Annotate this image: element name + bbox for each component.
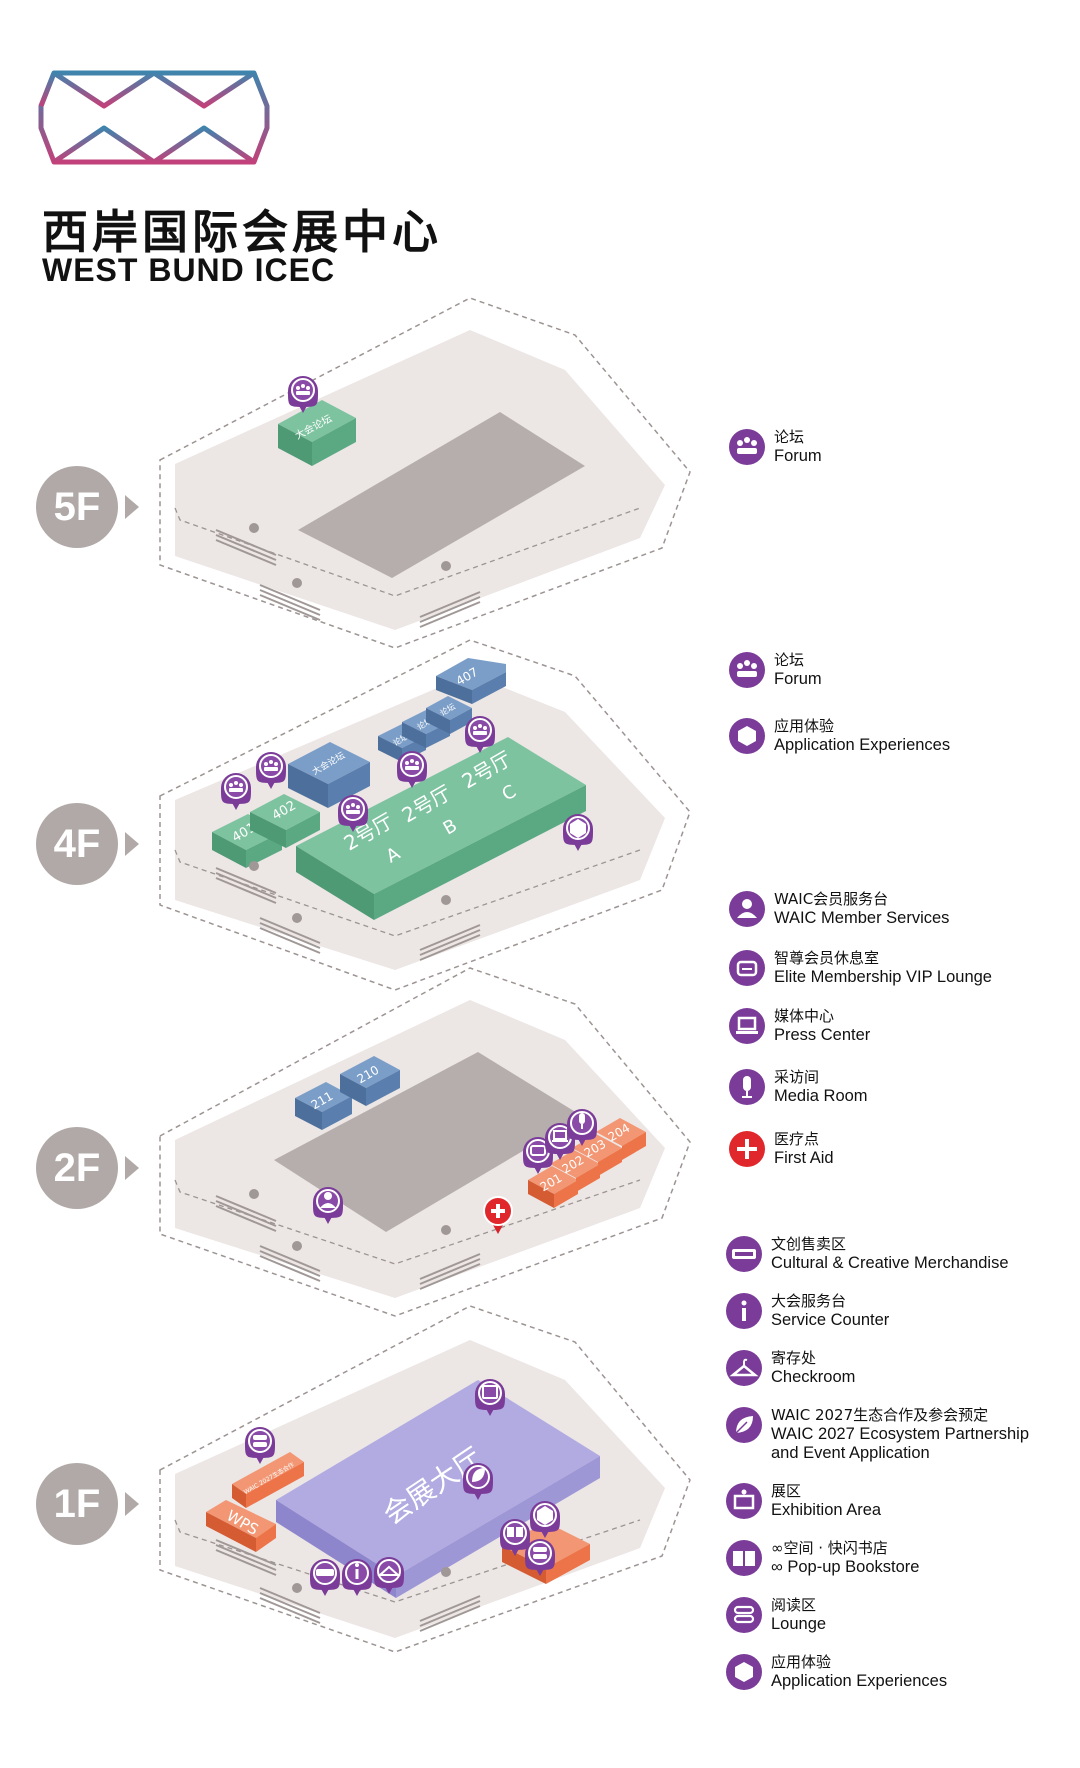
floor-5f-plan: 大会论坛 [159,297,691,649]
floor-badge-4f[interactable]: 4F [36,803,118,885]
pin-1f-lounge[interactable] [244,1426,276,1465]
pin-1f-lounge-2[interactable] [524,1538,556,1577]
pin-1f-ecosystem-leaf[interactable] [462,1462,494,1501]
laptop-icon [729,1008,765,1044]
elevator-icon [441,1225,451,1235]
hall-5f-main [298,412,585,578]
room-407[interactable]: 407 [436,658,506,704]
hall-4f-2[interactable]: 2号厅 A 2号厅 B 2号厅 C [296,737,586,920]
book-icon [726,1540,762,1576]
elevator-icon [441,561,451,571]
elevator-icon [249,1189,259,1199]
elevator-icon [441,1567,451,1577]
merchandise-icon [726,1236,762,1272]
floor-arrow-5f [125,495,139,519]
first-aid-icon [729,1131,765,1167]
elevator-icon [292,1241,302,1251]
pin-4f-forum-blue[interactable] [396,750,428,789]
room-201[interactable]: 201 [528,1166,578,1208]
hanger-icon [726,1350,762,1386]
pin-1f-merchandise[interactable] [309,1558,341,1597]
room-204[interactable]: 204 [596,1118,646,1160]
pin-1f-checkroom[interactable] [373,1556,405,1595]
floor-badge-5f[interactable]: 5F [36,466,118,548]
pin-1f-bookstore[interactable] [499,1518,531,1557]
floor-4f-plan: 2号厅 A 2号厅 B 2号厅 C 401 402 大会论坛 [159,639,691,991]
room-4f-blue-4[interactable]: 论坛 [426,696,472,734]
pin-2f-vip-lounge[interactable] [522,1136,554,1175]
lounge-icon [726,1597,762,1633]
venue-title-en: WEST BUND ICEC [42,252,336,288]
room-402[interactable]: 402 [250,794,320,848]
pin-1f-application[interactable] [529,1500,561,1539]
pin-1f-info[interactable] [341,1558,373,1597]
floor-badge-1f[interactable]: 1F [36,1463,118,1545]
pin-4f-forum-402[interactable] [255,751,287,790]
info-icon [726,1293,762,1329]
leaf-icon [726,1407,762,1443]
pin-2f-member-services[interactable] [312,1186,344,1225]
cube-icon [726,1654,762,1690]
forum-icon [729,429,765,465]
floor-plan-map: 大会论坛 2号厅 A 2号厅 B 2号厅 C [159,297,691,1653]
west-bund-logo [38,70,270,165]
floor-1f-plan: 会展大厅 WAIC 2027生态合作 WPS [159,1305,691,1653]
pin-2f-media-room[interactable] [566,1108,598,1147]
legend-item-bookstore[interactable]: ∞空间 · 快闪书店∞ Pop-up Bookstore [725,1539,1065,1577]
room-202[interactable]: 202 [550,1150,600,1192]
floor-2f-plan: 211 210 201 202 203 204 [159,967,691,1317]
microphone-icon [729,1069,765,1105]
cube-icon [729,718,765,754]
floor-badge-2f[interactable]: 2F [36,1127,118,1209]
floor-arrow-4f [125,832,139,856]
room-211[interactable]: 211 [295,1082,352,1130]
pin-1f-exhibition[interactable] [474,1378,506,1417]
room-210[interactable]: 210 [340,1056,400,1106]
floor-arrow-2f [125,1156,139,1180]
exhibition-icon [726,1483,762,1519]
pin-2f-press-center[interactable] [544,1122,576,1161]
pin-4f-forum-c[interactable] [464,715,496,754]
floor-arrow-1f [125,1492,139,1516]
sofa-icon [729,950,765,986]
elevator-icon [292,1583,302,1593]
pin-5f-forum[interactable] [287,375,319,414]
elevator-icon [249,861,259,871]
elevator-icon [292,578,302,588]
pin-4f-forum-hall[interactable] [337,794,369,833]
pin-4f-application[interactable] [562,813,594,852]
pin-4f-forum-401[interactable] [220,772,252,811]
elevator-icon [441,895,451,905]
room-5f-forum[interactable]: 大会论坛 [278,400,356,466]
member-icon [729,891,765,927]
forum-icon [729,652,765,688]
elevator-icon [249,523,259,533]
room-4f-blue-forum[interactable]: 大会论坛 [288,742,370,808]
venue-title-cn: 西岸国际会展中心 [42,205,442,259]
hall-2f-main [274,1052,582,1232]
elevator-icon [292,913,302,923]
